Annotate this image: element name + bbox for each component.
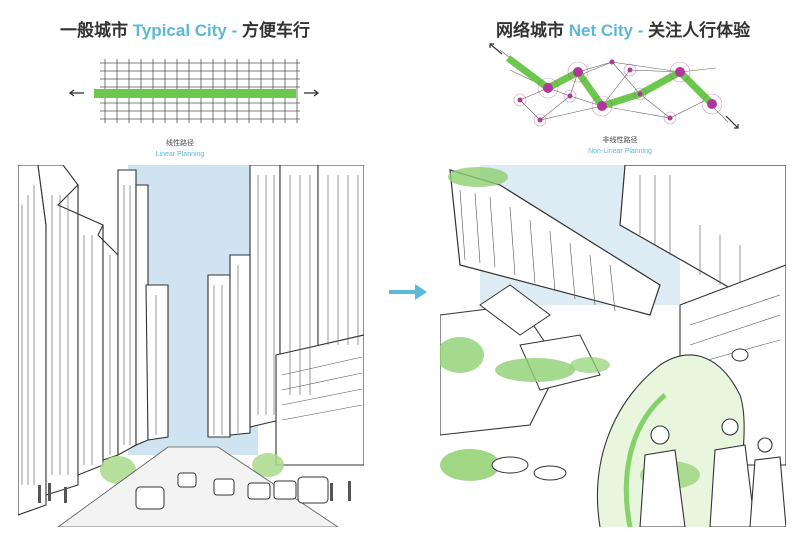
- typical-city-title-zh: 一般城市: [60, 21, 128, 40]
- linear-caption-zh: 线性路径: [166, 140, 194, 147]
- linear-caption-en: Linear Planning: [155, 151, 205, 158]
- net-city-title-zh: 网络城市: [496, 21, 564, 40]
- downright-arrow-icon: [725, 115, 739, 129]
- net-city-title-en: Net City: [568, 21, 633, 40]
- net-city-sketch: [440, 165, 786, 527]
- typical-city-title-dash: -: [231, 21, 238, 40]
- typical-city-sketch: [18, 165, 364, 527]
- linear-caption: 线性路径 Linear Planning: [130, 138, 230, 160]
- nonlinear-caption-zh: 非线性路径: [602, 137, 638, 144]
- linear-green-path: [94, 89, 296, 98]
- typical-city-title-en: Typical City: [132, 21, 227, 40]
- net-city-title-dash: -: [637, 21, 644, 40]
- nonlinear-caption: 非线性路径 Non-Linear Planning: [565, 135, 675, 157]
- left-arrow-icon: [68, 89, 84, 97]
- net-city-title: 网络城市 Net City - 关注人行体验: [496, 16, 750, 41]
- typical-city-title: 一般城市 Typical City - 方便车行: [60, 16, 310, 41]
- linear-grid-diagram: [68, 59, 320, 123]
- network-diagram: [489, 43, 739, 129]
- typical-city-title-sub: 方便车行: [242, 21, 311, 40]
- transition-arrow-icon: [389, 284, 427, 300]
- right-arrow-icon: [304, 89, 320, 97]
- upleft-arrow-icon: [489, 43, 503, 55]
- nonlinear-caption-en: Non-Linear Planning: [588, 148, 652, 155]
- net-city-title-sub: 关注人行体验: [648, 21, 751, 40]
